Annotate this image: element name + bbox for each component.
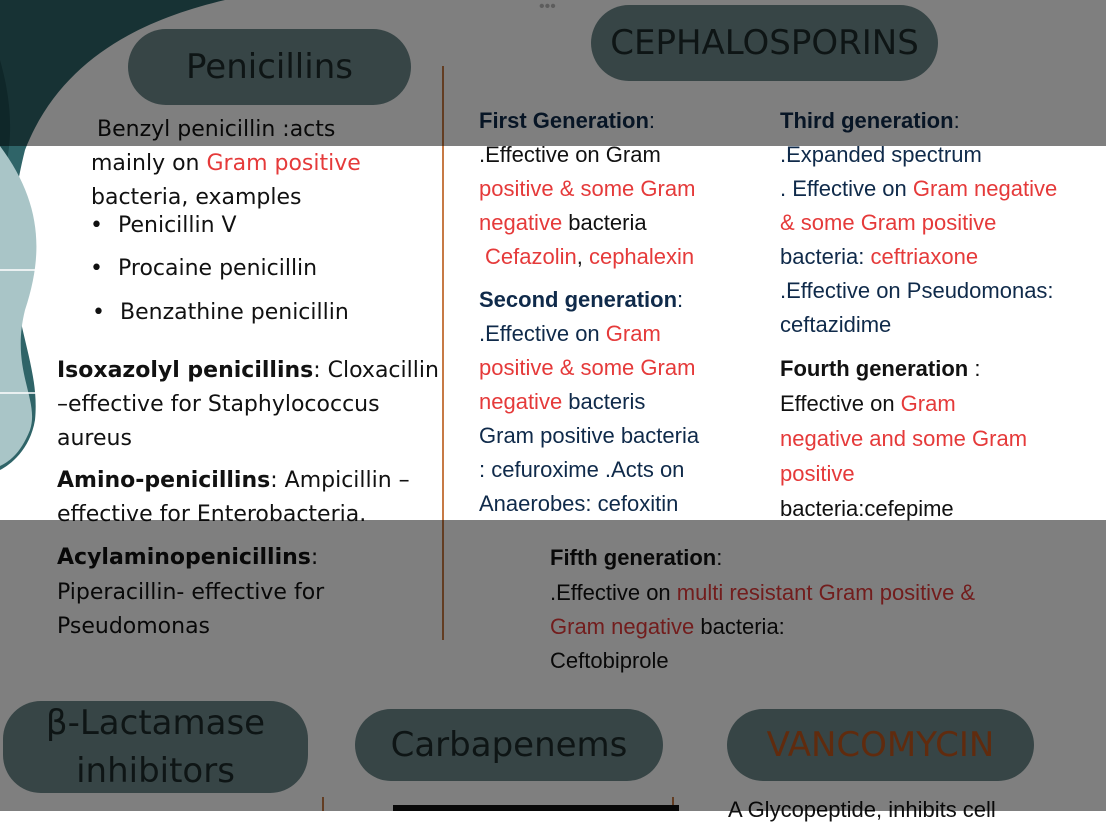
third-gen-line: bacteria: ceftriaxone (780, 244, 979, 269)
fourth-gen-line: Effective on Gram (780, 391, 956, 416)
column-divider (442, 66, 444, 640)
third-gen-line: & some Gram positive (780, 210, 997, 235)
amino-line1: Amino-penicillins: Ampicillin – (57, 468, 410, 493)
dim-overlay-top (0, 0, 1106, 146)
isoxazolyl-line2: –effective for Staphylococcus (57, 392, 380, 417)
second-gen-line: Gram positive bacteria (479, 423, 700, 448)
fourth-gen-line: positive (780, 461, 855, 486)
fourth-gen-heading: Fourth generation : (780, 356, 981, 381)
first-gen-line: .Effective on Gram (479, 142, 661, 167)
second-gen-line: Anaerobes: cefoxitin (479, 491, 679, 516)
second-gen-line: : cefuroxime .Acts on (479, 457, 685, 482)
second-gen-line: negative bacteris (479, 389, 646, 414)
benzyl-line3: bacteria, examples (91, 185, 302, 210)
third-gen-line: .Expanded spectrum (780, 142, 982, 167)
example-item: Penicillin V (88, 209, 237, 243)
third-gen-line: ceftazidime (780, 312, 892, 337)
dim-overlay-bottom (0, 520, 1106, 811)
third-gen-line: . Effective on Gram negative (780, 176, 1058, 201)
first-gen-line: negative bacteria (479, 210, 647, 235)
isoxazolyl-line1: Isoxazolyl penicillins: Cloxacillin (57, 358, 439, 383)
isoxazolyl-line3: aureus (57, 426, 132, 451)
example-item: Procaine penicillin (88, 252, 317, 286)
example-item: Benzathine penicillin (90, 296, 349, 330)
fourth-gen-line: negative and some Gram (780, 426, 1028, 451)
second-gen-line: .Effective on Gram (479, 321, 661, 346)
second-gen-heading: Second generation: (479, 287, 684, 312)
first-gen-line: positive & some Gram (479, 176, 696, 201)
fourth-gen-line: bacteria:cefepime (780, 496, 954, 521)
second-gen-line: positive & some Gram (479, 355, 696, 380)
third-gen-line: .Effective on Pseudomonas: (780, 278, 1054, 303)
first-gen-drugs: Cefazolin, cephalexin (485, 244, 695, 269)
benzyl-line2: mainly on Gram positive (91, 151, 361, 176)
